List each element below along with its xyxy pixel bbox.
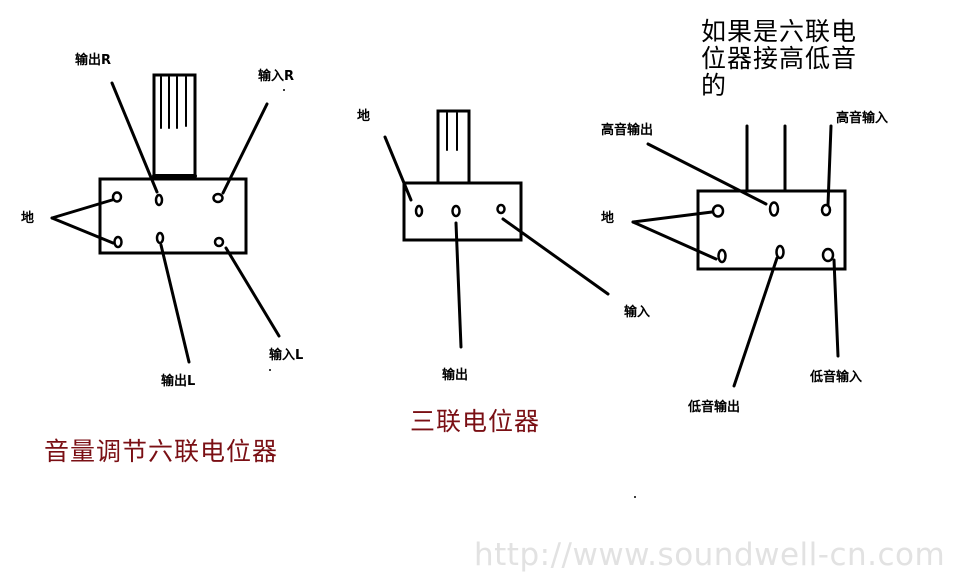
watermark-url: http://www.soundwell-cn.com <box>474 537 946 573</box>
label-bass-input: 低音输入 <box>810 370 863 385</box>
label-bass-output: 低音输出 <box>688 400 741 415</box>
label-input-l: 输入L <box>269 348 304 363</box>
pot-shaft <box>436 109 471 185</box>
label-treble-output: 高音输出 <box>601 123 654 138</box>
label-output-l: 输出L <box>161 374 196 389</box>
label-output-r: 输出R <box>75 53 112 68</box>
label-treble-input: 高音输入 <box>836 111 889 126</box>
label-input: 输入 <box>624 305 651 320</box>
label-output: 输出 <box>442 368 469 383</box>
caption-three-gang-pot: 三联电位器 <box>410 407 541 436</box>
pot-body <box>696 189 847 271</box>
label-ground: 地 <box>601 211 615 226</box>
label-ground: 地 <box>21 211 35 226</box>
six-gang-pot <box>50 73 281 364</box>
pot-body <box>402 181 523 242</box>
label-ground: 地 <box>357 109 371 124</box>
note-treble-bass-wiring: 如果是六联电位器接高低音的 <box>701 17 858 100</box>
pot-body <box>98 177 248 255</box>
six-gang-treble-bass-pot <box>631 124 847 388</box>
three-gang-pot <box>383 109 610 349</box>
caption-six-gang-volume-pot: 音量调节六联电位器 <box>44 437 279 466</box>
label-input-r: 输入R <box>258 69 295 84</box>
